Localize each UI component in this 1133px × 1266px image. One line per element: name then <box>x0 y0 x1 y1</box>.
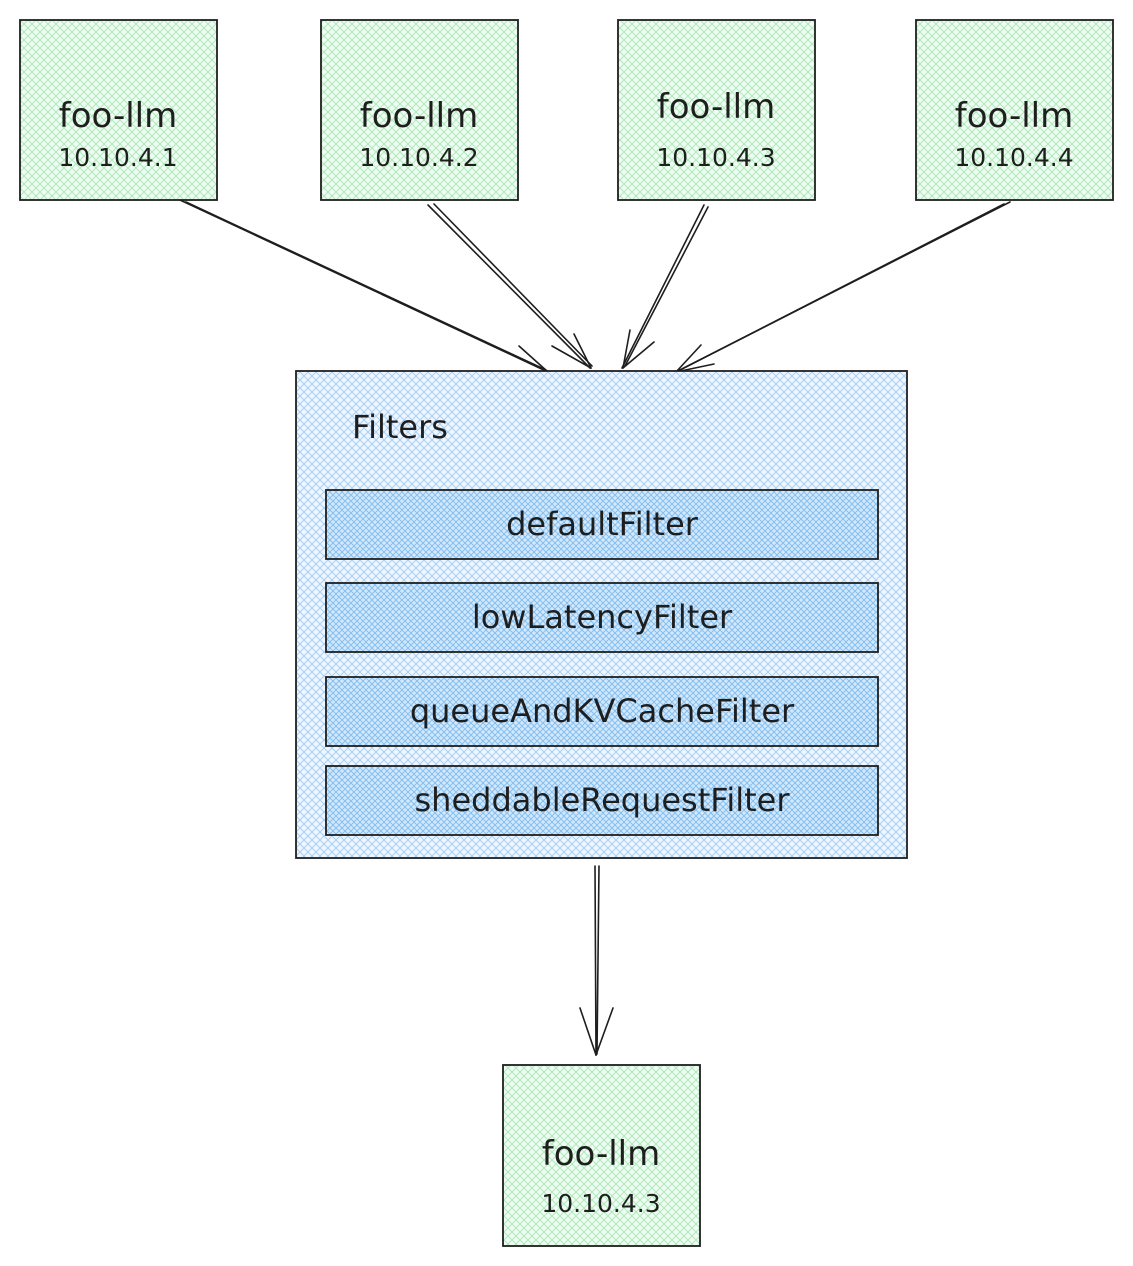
source-pod-1: foo-llm 10.10.4.1 <box>19 19 218 201</box>
filters-panel: Filters defaultFilter lowLatencyFilter q… <box>295 370 908 859</box>
filter-item-sheddable-request: sheddableRequestFilter <box>325 765 879 836</box>
filter-item-default: defaultFilter <box>325 489 879 560</box>
filter-item-low-latency: lowLatencyFilter <box>325 582 879 653</box>
pod-name: foo-llm <box>59 96 178 136</box>
arrow-filters-to-target <box>579 865 614 1056</box>
pod-ip: 10.10.4.1 <box>58 143 177 172</box>
pod-name: foo-llm <box>542 1134 661 1174</box>
filter-label: defaultFilter <box>506 505 699 543</box>
filter-label: queueAndKVCacheFilter <box>410 692 795 730</box>
target-pod: foo-llm 10.10.4.3 <box>502 1064 701 1247</box>
pod-name: foo-llm <box>360 96 479 136</box>
source-pod-3: foo-llm 10.10.4.3 <box>617 19 816 201</box>
filter-label: lowLatencyFilter <box>472 598 733 636</box>
arrow-pod3-to-filters <box>621 204 709 369</box>
pod-ip: 10.10.4.3 <box>656 143 775 172</box>
arrow-pod1-to-filters <box>179 199 549 373</box>
filter-label: sheddableRequestFilter <box>415 781 791 819</box>
arrow-pod2-to-filters <box>427 203 593 369</box>
pod-ip: 10.10.4.2 <box>359 143 478 172</box>
filter-item-queue-kvcache: queueAndKVCacheFilter <box>325 676 879 747</box>
arrow-pod4-to-filters <box>675 201 1011 373</box>
pod-name: foo-llm <box>657 87 776 127</box>
pod-ip: 10.10.4.4 <box>954 143 1073 172</box>
pod-name: foo-llm <box>955 96 1074 136</box>
pod-ip: 10.10.4.3 <box>541 1189 660 1218</box>
source-pod-4: foo-llm 10.10.4.4 <box>915 19 1114 201</box>
source-pod-2: foo-llm 10.10.4.2 <box>320 19 519 201</box>
filters-title: Filters <box>352 408 448 446</box>
